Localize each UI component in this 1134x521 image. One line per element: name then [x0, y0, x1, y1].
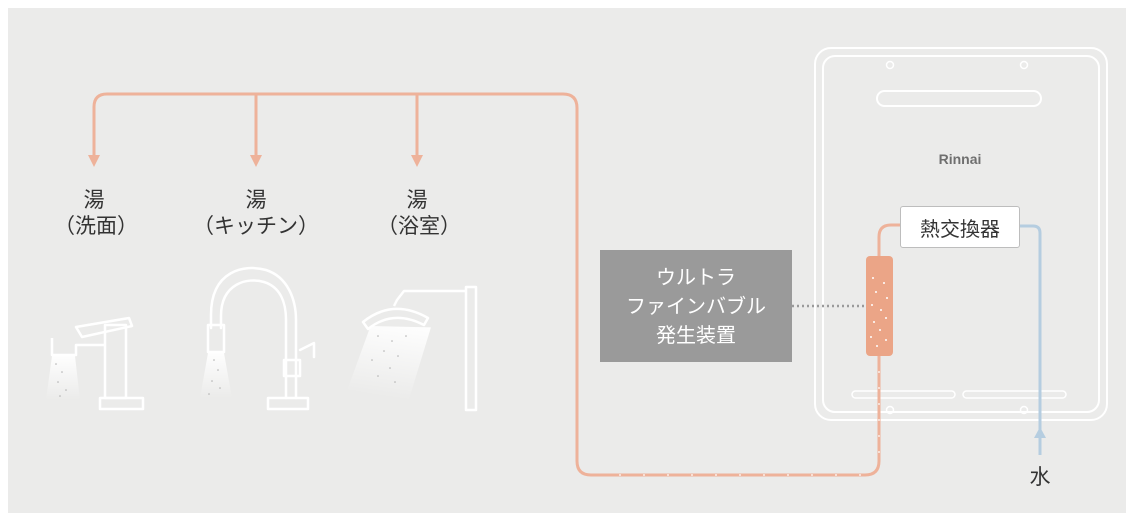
- shower-spray: [347, 325, 431, 401]
- arrow-down-icon: [250, 155, 262, 167]
- outlet-hot-label: 湯: [245, 188, 267, 212]
- cold-water-pipe: [1018, 224, 1042, 455]
- spray-droplets: [55, 335, 407, 397]
- kitchen-spray: [200, 353, 232, 398]
- outlet-hot-label: 湯: [406, 188, 428, 212]
- outlet-location: （浴室）: [377, 214, 461, 238]
- fine-bubble-dots: [619, 371, 880, 476]
- device-line: ファインバブル: [626, 293, 766, 318]
- outlet-label-kitchen: 湯 （キッチン）: [186, 187, 326, 239]
- hot-water-pipe: [92, 92, 881, 477]
- bubble-generator-cartridge: [866, 256, 893, 356]
- fine-bubble-device-box: ウルトラ ファインバブル 発生装置: [600, 250, 792, 362]
- washbasin-faucet-icon: [50, 316, 145, 411]
- heat-exchanger-label: 熱交換器: [920, 216, 1000, 241]
- heater-vent-slot: [876, 90, 1042, 107]
- arrow-down-icon: [411, 155, 423, 167]
- arrow-down-icon: [88, 155, 100, 167]
- outlet-label-bathroom: 湯 （浴室）: [377, 187, 461, 239]
- cold-water-arrow-icon: [1034, 427, 1046, 438]
- brand-logo: Rinnai: [938, 151, 982, 167]
- device-line: 発生装置: [656, 322, 736, 347]
- hot-water-pipe-top: [877, 223, 900, 256]
- heat-exchanger-box: 熱交換器: [900, 206, 1020, 248]
- kitchen-faucet-icon: [206, 266, 316, 411]
- washbasin-spray: [46, 356, 80, 400]
- device-line: ウルトラ: [656, 264, 736, 289]
- outlet-location: （洗面）: [54, 214, 138, 238]
- outlet-hot-label: 湯: [83, 188, 105, 212]
- outlet-location: （キッチン）: [193, 214, 319, 238]
- shower-head-icon: [361, 285, 478, 412]
- outlet-label-washroom: 湯 （洗面）: [54, 187, 138, 239]
- water-inlet-label: 水: [1029, 465, 1051, 489]
